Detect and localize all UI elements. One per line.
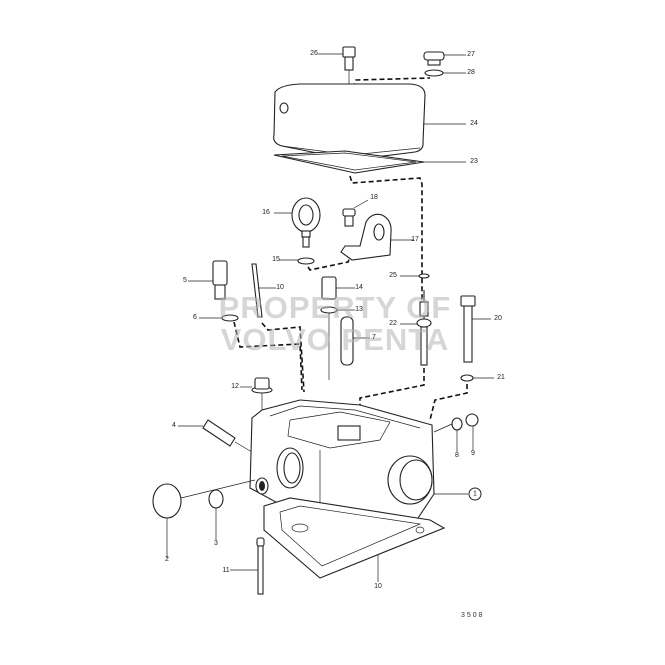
part-5-nozzle-sleeve: [188, 260, 228, 300]
leader-dashed: [359, 368, 425, 410]
part-13-washer: [320, 306, 355, 314]
callout-1: 1: [468, 487, 482, 501]
figure-number: 3508: [461, 612, 485, 619]
callout-25: 25: [389, 272, 397, 279]
part-6-washer: [199, 314, 239, 322]
part-18-screw: [342, 199, 369, 227]
leader-dashed: [261, 322, 305, 393]
part-26-screw: [318, 46, 356, 84]
part-14-spacer: [321, 276, 355, 300]
part-22-stud: [400, 290, 432, 366]
part-8-nut: [433, 417, 463, 452]
part-2-cover-plate: [152, 479, 256, 558]
part-23-gasket: [273, 150, 466, 174]
callout-21: 21: [497, 374, 505, 381]
callout-13: 13: [355, 306, 363, 313]
part-10-stud: [251, 263, 276, 318]
callout-8: 8: [455, 452, 459, 459]
callout-9: 9: [471, 450, 475, 457]
part-10-head-gasket: [263, 497, 446, 582]
part-4-sleeve: [178, 419, 253, 453]
part-27-filler-cap: [423, 51, 466, 66]
part-12-flange-nut: [240, 377, 273, 410]
callout-17: 17: [411, 236, 419, 243]
callout-10-stud: 10: [276, 284, 284, 291]
callout-12: 12: [231, 383, 239, 390]
part-15-washer: [279, 257, 315, 265]
part-24-valve-cover: [273, 83, 466, 161]
part-25-circlip: [400, 273, 430, 279]
part-9-plug: [465, 413, 479, 450]
part-1-cylinder-head: [249, 399, 468, 529]
callout-20: 20: [494, 315, 502, 322]
part-20-bolt: [460, 295, 491, 363]
part-7-valve-guide: [340, 316, 370, 366]
part-3-cover-plate: [208, 489, 224, 540]
callout-11: 11: [222, 567, 230, 574]
callout-10-gasket: 10: [374, 583, 382, 590]
part-17-lifting-bracket: [340, 213, 414, 261]
callout-15: 15: [272, 256, 280, 263]
callout-3: 3: [214, 540, 218, 547]
callout-5: 5: [183, 277, 187, 284]
part-28-seal-ring: [424, 69, 466, 77]
leader-dashed: [307, 256, 351, 271]
callout-23: 23: [470, 158, 478, 165]
callout-6: 6: [193, 314, 197, 321]
part-16-lifting-eye: [274, 197, 321, 248]
part-11-stud: [230, 537, 265, 595]
callout-24: 24: [470, 120, 478, 127]
part-21-washer: [460, 374, 494, 382]
leader-dashed: [349, 175, 423, 300]
callout-7: 7: [372, 334, 376, 341]
callout-27: 27: [467, 51, 475, 58]
leader-dashed: [233, 321, 303, 391]
callout-14: 14: [355, 284, 363, 291]
callout-28: 28: [467, 69, 475, 76]
callout-26: 26: [310, 50, 318, 57]
callout-18: 18: [370, 194, 378, 201]
callout-4: 4: [172, 422, 176, 429]
callout-16: 16: [262, 209, 270, 216]
leader-dashed: [429, 384, 468, 421]
callout-22: 22: [389, 320, 397, 327]
callout-2: 2: [165, 556, 169, 563]
